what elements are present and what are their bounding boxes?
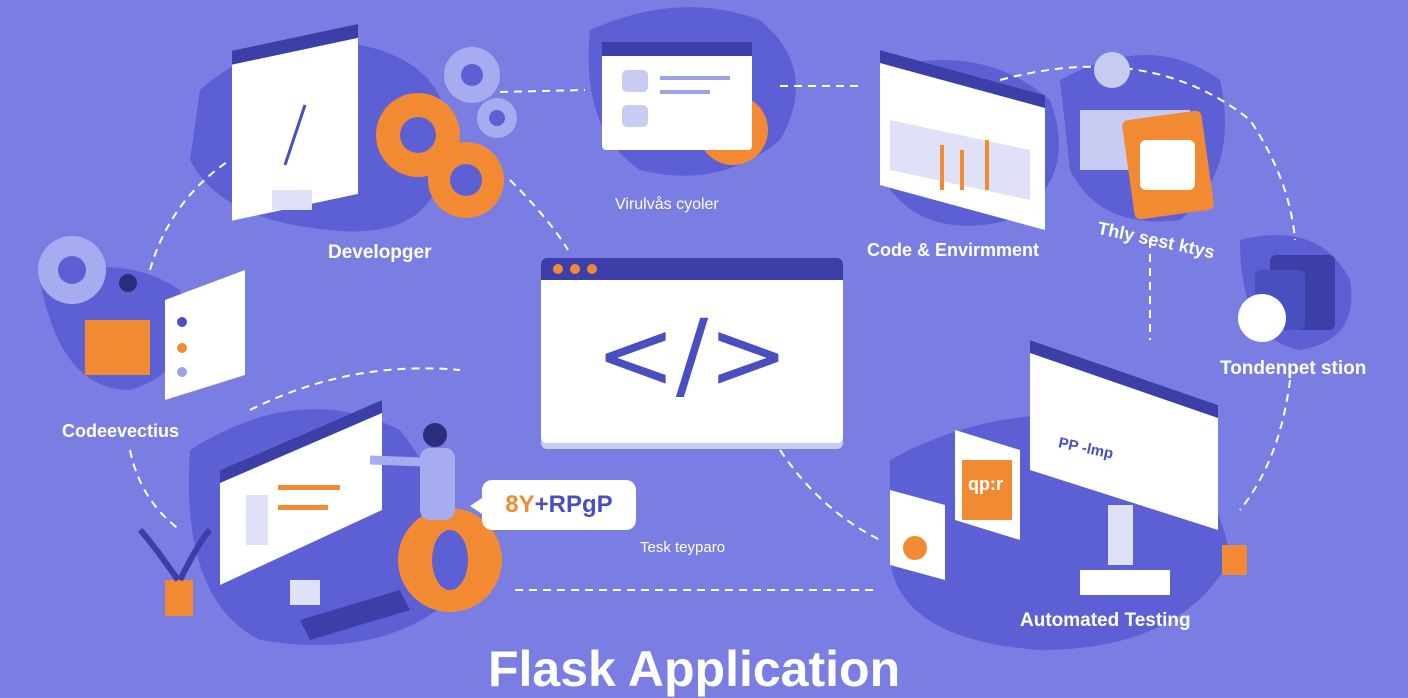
- cloud-deploy: [1238, 255, 1335, 342]
- illustration-background: [38, 7, 1352, 650]
- cycle-window: [602, 42, 752, 150]
- label-task: Tesk teyparo: [640, 539, 726, 556]
- bubble-text: +RPgP: [534, 491, 613, 518]
- developer-monitor: [232, 23, 358, 221]
- window-dot-icon: [587, 264, 597, 274]
- workstation-monitor: [137, 400, 410, 640]
- window-dot-icon: [570, 264, 580, 274]
- label-deployment: Tondenpet stion: [1220, 358, 1367, 379]
- label-developer: Developger: [328, 242, 432, 263]
- person-figure: [369, 423, 455, 520]
- window-titlebar: [541, 258, 843, 280]
- label-automated-testing: Automated Testing: [1020, 610, 1191, 631]
- gear-icons: [38, 47, 768, 612]
- window-dot-icon: [553, 264, 563, 274]
- code-env-window: [880, 50, 1045, 230]
- label-cycle: Virulvås cyoler: [615, 196, 719, 213]
- central-code-window: </>: [541, 258, 843, 443]
- testing-devices: [890, 340, 1247, 595]
- page-title: Flask Application: [488, 641, 901, 697]
- label-code-review: Codeevectius: [62, 421, 180, 441]
- test-keys-card: [1080, 52, 1214, 220]
- code-review-desk: [85, 270, 245, 400]
- flow-arrows: [129, 65, 1296, 591]
- label-code-env: Code & Envirmment: [867, 240, 1040, 260]
- speech-bubble: 8Y+RPgP: [470, 480, 636, 530]
- orange-panel-text: qp:r: [968, 474, 1003, 494]
- bubble-prefix: 8Y: [505, 491, 535, 518]
- code-brackets-icon: </>: [595, 299, 789, 411]
